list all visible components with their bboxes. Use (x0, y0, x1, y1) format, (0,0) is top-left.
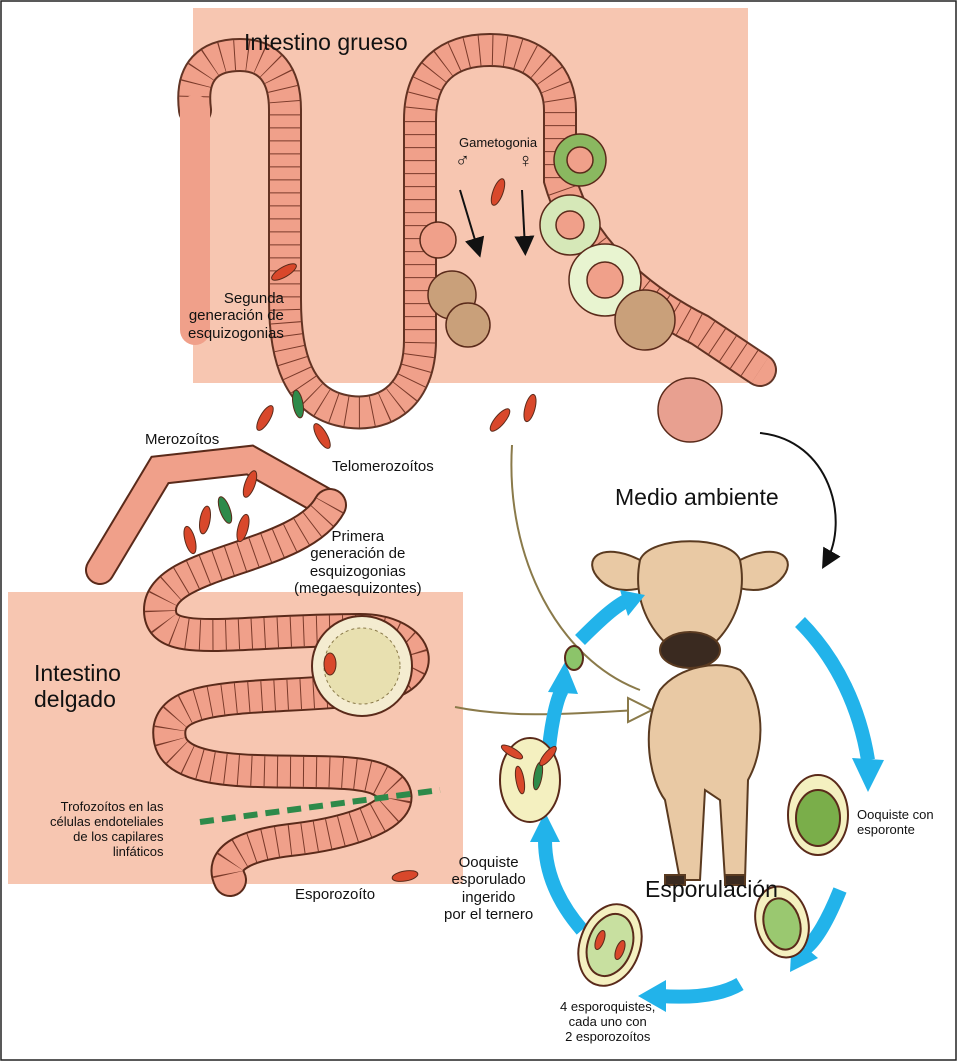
female-symbol: ♀ (518, 150, 533, 173)
male-symbol: ♂ (455, 150, 470, 173)
telomerozoites-label: Telomerozoítos (332, 458, 434, 475)
sporocysts-label: 4 esporoquistes, cada uno con 2 esporozo… (560, 1000, 655, 1045)
small-intestine-label: Intestino delgado (34, 660, 121, 713)
second-schizogony-label: Segunda generación de esquizogonias (188, 290, 284, 342)
oocyst-sporont-label: Ooquiste con esporonte (857, 808, 934, 838)
first-schizogony-label: Primera generación de esquizogonias (meg… (294, 528, 422, 597)
gametogony-label: Gametogonia (459, 136, 537, 151)
trophozoites-label: Trofozoítos en las células endoteliales … (50, 800, 163, 860)
merozoites-label: Merozoítos (145, 431, 219, 448)
sporulation-label: Esporulación (645, 876, 778, 902)
sporulated-oocyst-label: Ooquiste esporulado ingerido por el tern… (444, 854, 533, 923)
route-arrowhead (628, 698, 652, 722)
sporozoite-label: Esporozoíto (295, 886, 375, 903)
oocyst-small (565, 646, 583, 670)
large-intestine-label: Intestino grueso (244, 29, 408, 55)
environment-label: Medio ambiente (615, 484, 779, 510)
megaschizont (312, 616, 412, 716)
